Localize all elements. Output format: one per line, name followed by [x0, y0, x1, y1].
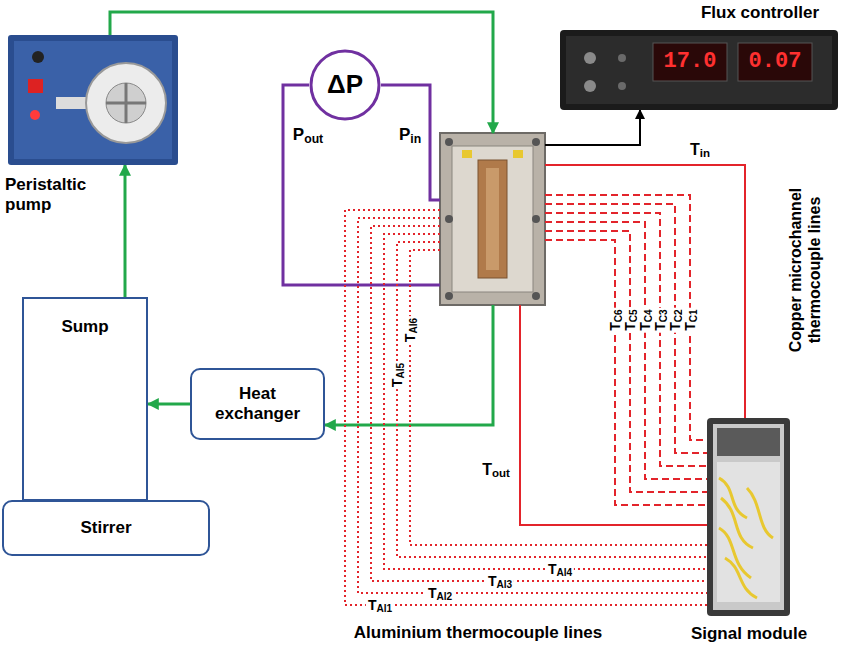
- symbol-subscript: Al5: [395, 363, 406, 379]
- symbol-letter: T: [402, 334, 418, 343]
- signal-name: TC1: [683, 307, 698, 332]
- symbol-subscript: Al4: [556, 567, 572, 578]
- signal-name: TC3: [653, 307, 668, 332]
- symbol-letter: T: [488, 573, 497, 589]
- display-reading: 0.07: [738, 43, 812, 81]
- node-label: Flux controller: [680, 3, 840, 23]
- symbol-letter: T: [428, 585, 437, 601]
- signal-name: Tout: [482, 462, 510, 479]
- symbol-subscript: Al1: [376, 603, 392, 614]
- symbol-subscript: in: [410, 132, 421, 146]
- group-caption: Copper microchannel thermocouple lines: [786, 165, 824, 375]
- signal-name: Pout: [293, 126, 323, 144]
- signal-name: TAl4: [546, 562, 574, 577]
- symbol-letter: T: [548, 561, 557, 577]
- signal-illustration: [707, 418, 790, 616]
- sump-box: Sump: [22, 297, 148, 501]
- symbol-letter: T: [389, 379, 405, 388]
- symbol-letter: P: [293, 125, 304, 144]
- signal-name: TAl3: [486, 574, 514, 589]
- signal-name: TC4: [638, 307, 653, 332]
- signal-name: TC2: [668, 307, 683, 332]
- pressure-line: [381, 85, 440, 200]
- symbol-subscript: in: [700, 147, 710, 159]
- flow-arrow: [148, 403, 190, 406]
- symbol-subscript: Al3: [496, 579, 512, 590]
- symbol-subscript: Al2: [436, 591, 452, 602]
- power-line: [545, 110, 640, 145]
- stirrer-box: Stirrer: [2, 500, 210, 556]
- test-section-photo: [440, 133, 545, 305]
- node-label: Signal module: [679, 624, 819, 644]
- node-label: Heat exchanger: [203, 384, 313, 423]
- signal-name: Tin: [690, 142, 710, 159]
- signal-name: Pin: [399, 126, 421, 144]
- group-caption: Aluminium thermocouple lines: [354, 624, 602, 642]
- symbol-letter: T: [652, 322, 668, 331]
- signal-name: TC5: [623, 307, 638, 332]
- node-label: Sump: [61, 317, 108, 337]
- flux-controller-photo: Flux controller17.00.07: [560, 30, 838, 110]
- symbol-letter: T: [607, 322, 623, 331]
- node-label: Peristaltic pump: [5, 175, 115, 214]
- signal-name: TC6: [608, 307, 623, 332]
- symbol-letter: T: [368, 597, 377, 613]
- symbol-letter: T: [482, 461, 492, 478]
- signal-name: TAl2: [426, 586, 454, 601]
- symbol-letter: T: [690, 141, 700, 158]
- symbol-letter: P: [399, 125, 410, 144]
- symbol-letter: T: [682, 322, 698, 331]
- signal-name: TAl5: [390, 361, 405, 389]
- thermocouple-lines: [345, 165, 745, 605]
- signal-module-photo: Signal module: [707, 418, 790, 616]
- node-label: Stirrer: [80, 518, 131, 538]
- pump-photo: Peristaltic pump: [8, 35, 178, 165]
- heat-exchanger-box: Heat exchanger: [190, 368, 325, 440]
- symbol-letter: T: [667, 322, 683, 331]
- flow-arrow: [124, 165, 127, 297]
- pressure-gauge-circle: ΔP: [309, 49, 381, 121]
- symbol-letter: T: [637, 322, 653, 331]
- symbol-letter: T: [622, 322, 638, 331]
- display-reading: 17.0: [653, 43, 727, 81]
- symbol-subscript: Al6: [408, 318, 419, 334]
- symbol-subscript: out: [304, 132, 323, 146]
- symbol-subscript: out: [492, 467, 510, 479]
- node-label: ΔP: [327, 70, 363, 100]
- signal-name: TAl1: [366, 598, 394, 613]
- pump-illustration: [8, 35, 178, 165]
- signal-name: TAl6: [403, 316, 418, 344]
- symbol-subscript: C1: [688, 309, 699, 322]
